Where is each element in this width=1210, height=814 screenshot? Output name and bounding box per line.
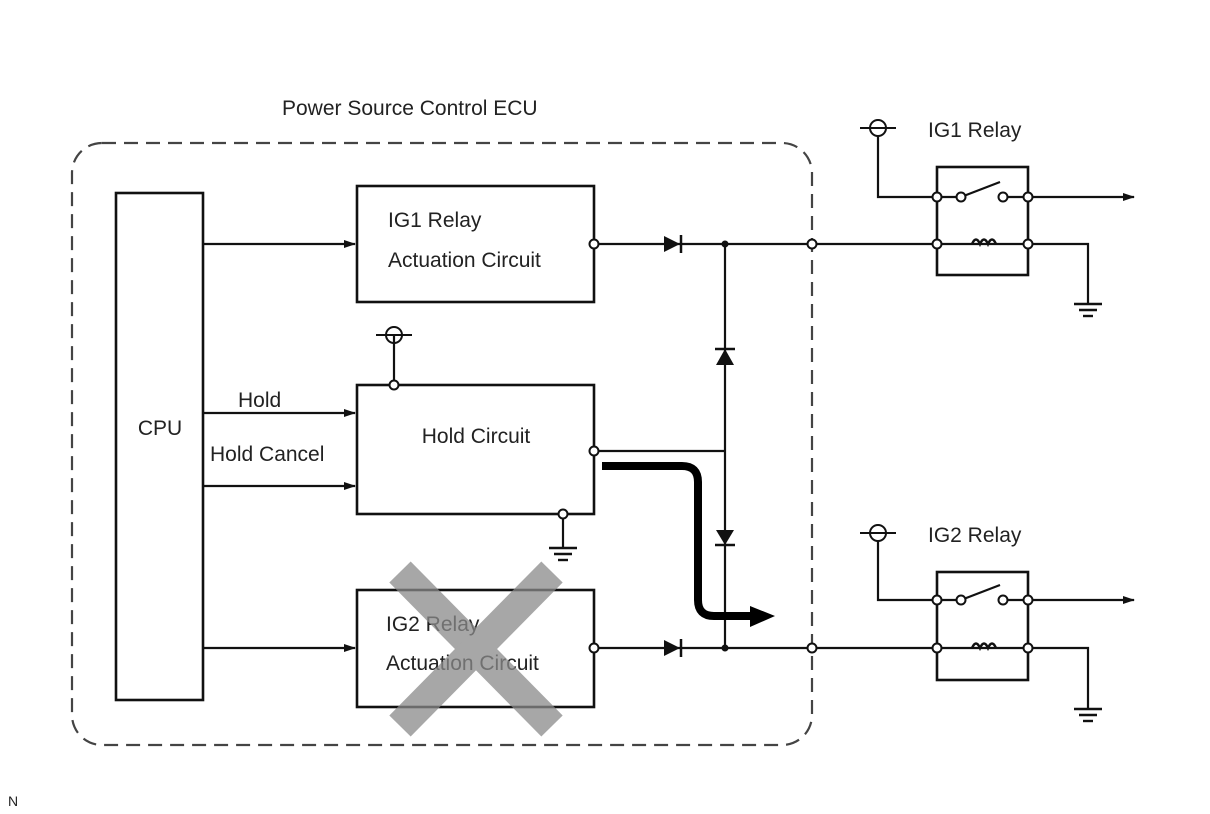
- cpu-block: [114, 191, 205, 702]
- connector-terminal: [806, 642, 818, 654]
- power-source-icon: [859, 119, 897, 137]
- cross-out-mark: [389, 561, 563, 737]
- corner-mark: N: [8, 793, 18, 809]
- ig1-actuation-line1: IG1 Relay: [388, 209, 482, 232]
- cpu-label: CPU: [138, 417, 182, 440]
- ecu-boundary: [70, 141, 814, 747]
- ig1-actuation-block: [355, 184, 596, 304]
- diode-icon: [715, 347, 735, 365]
- coil-icon: [970, 642, 998, 652]
- hold-circuit-label: Hold Circuit: [422, 425, 531, 448]
- diode-icon: [664, 639, 683, 657]
- connector-terminal: [806, 238, 818, 250]
- diode-icon: [715, 530, 735, 547]
- ig2-relay: IG2 Relay: [859, 524, 1135, 723]
- hold-circuit-block: [355, 383, 596, 516]
- ig1-relay-label: IG1 Relay: [928, 119, 1022, 142]
- ig1-actuation-line2: Actuation Circuit: [388, 249, 541, 272]
- ig2-relay-label: IG2 Relay: [928, 524, 1022, 547]
- coil-icon: [970, 238, 998, 248]
- ground-icon: [1072, 302, 1104, 318]
- hold-cancel-signal-label: Hold Cancel: [210, 443, 324, 466]
- ground-icon: [547, 546, 579, 562]
- power-source-icon: [859, 524, 897, 542]
- current-flow-arrow: [602, 462, 752, 620]
- ecu-title: Power Source Control ECU: [282, 97, 538, 120]
- ig1-relay: IG1 Relay: [859, 119, 1135, 318]
- hold-signal-label: Hold: [238, 389, 281, 412]
- diode-icon: [664, 235, 683, 253]
- ground-icon: [1072, 707, 1104, 723]
